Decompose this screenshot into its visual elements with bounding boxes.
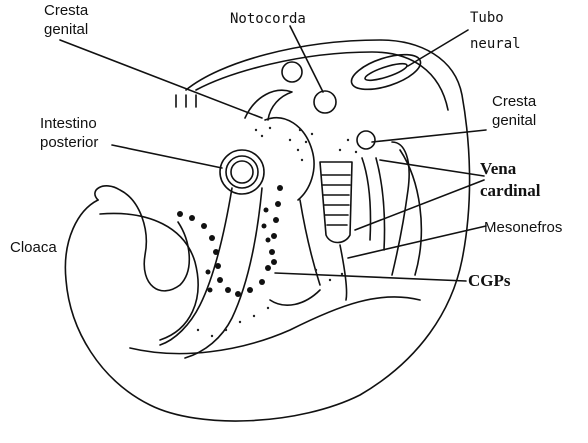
cardinal-vein-duct — [362, 158, 385, 250]
label-cresta-genital-right: Cresta genital — [492, 92, 536, 130]
notocorda-circle-2 — [314, 91, 336, 113]
label-tubo-neural-line1: Tubo — [470, 9, 521, 28]
label-cresta-genital-right-line1: Cresta — [492, 92, 536, 111]
leader-vena-cardinal — [380, 160, 484, 176]
embryo-inner-back — [196, 52, 448, 110]
label-intestino-posterior-line2: posterior — [40, 133, 98, 152]
label-cresta-genital-left-line1: Cresta — [44, 1, 88, 20]
leader-intestino-posterior — [112, 145, 222, 168]
leader-cgps — [275, 273, 466, 281]
notocorda-circle-3 — [357, 131, 375, 149]
label-cloaca: Cloaca — [10, 238, 57, 257]
label-cresta-genital-left: Cresta genital — [44, 1, 88, 39]
label-vena-cardinal-line2: cardinal — [480, 180, 540, 202]
label-tubo-neural-line2: neural — [470, 28, 521, 54]
neural-tube — [347, 48, 424, 97]
label-cgps: CGPs — [468, 271, 511, 290]
cresta-genital-left-shape — [245, 90, 292, 120]
embryo-outline — [65, 40, 469, 421]
lower-inner-line — [270, 290, 320, 305]
notocorda-circle-1 — [282, 62, 302, 82]
dorsal-tick-marks — [176, 95, 196, 107]
tail-curl — [95, 186, 189, 291]
label-cresta-genital-left-line2: genital — [44, 20, 88, 39]
mesonephric-stripes — [322, 175, 350, 225]
leader-tubo-neural — [408, 30, 468, 66]
stipple-dots — [197, 127, 357, 337]
body-wall-right — [400, 150, 421, 275]
lower-body-edge — [130, 297, 420, 354]
label-intestino-posterior-line1: Intestino — [40, 114, 98, 133]
leader-cresta-genital-right — [372, 130, 486, 142]
aorta-region — [265, 118, 314, 200]
label-notocorda: Notocorda — [230, 10, 306, 29]
label-vena-cardinal: Vena cardinal — [480, 158, 540, 202]
label-mesonefros: Mesonefros — [484, 218, 562, 237]
leader-cresta-genital-left — [60, 40, 262, 118]
label-intestino-posterior: Intestino posterior — [40, 114, 98, 152]
label-vena-cardinal-line1: Vena — [480, 158, 540, 180]
hindgut-inner — [231, 161, 253, 183]
mesonephric-tubule — [320, 162, 352, 243]
leader-vena-cardinal-2 — [355, 180, 484, 230]
label-cresta-genital-right-line2: genital — [492, 111, 536, 130]
label-tubo-neural: Tubo neural — [470, 9, 521, 54]
